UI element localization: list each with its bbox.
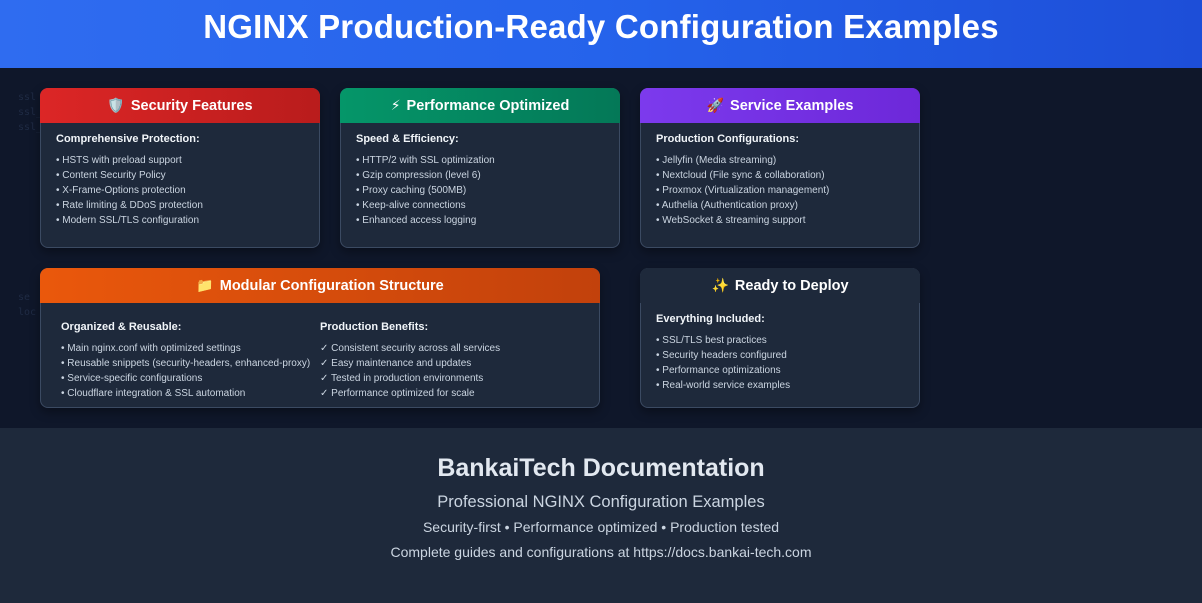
security-card-header: 🛡️ Security Features [40, 88, 320, 123]
footer-tagline: Professional NGINX Configuration Example… [437, 493, 765, 511]
footer-brand: BankaiTech Documentation [437, 454, 765, 482]
list-item: • Content Security Policy [56, 170, 166, 181]
modular-right-subtitle: Production Benefits: [320, 321, 429, 333]
list-item: • Main nginx.conf with optimized setting… [61, 343, 241, 354]
list-item: • SSL/TLS best practices [656, 335, 767, 346]
modular-left-list: • Main nginx.conf with optimized setting… [61, 341, 320, 401]
list-item: • Cloudflare integration & SSL automatio… [61, 388, 246, 399]
list-item: • Proxy caching (500MB) [356, 185, 467, 196]
list-item: • Reusable snippets (security-headers, e… [61, 358, 311, 369]
list-item: • Modern SSL/TLS configuration [56, 215, 200, 226]
folder-icon: 📁 [196, 277, 214, 293]
list-item: • Gzip compression (level 6) [356, 170, 481, 181]
header-banner: NGINX Production-Ready Configuration Exa… [0, 0, 1202, 68]
background-code-pattern: se loc [18, 292, 37, 318]
security-card-subtitle: Comprehensive Protection: [56, 133, 200, 145]
list-item: • Keep-alive connections [356, 200, 466, 211]
list-item: • HSTS with preload support [56, 155, 182, 166]
sparkles-icon: ✨ [711, 277, 729, 293]
list-item: • Performance optimizations [656, 365, 781, 376]
ready-card-subtitle: Everything Included: [656, 313, 765, 325]
list-item: • Enhanced access logging [356, 215, 477, 226]
background-code-pattern: ssl ssl_ ssl_ [18, 92, 43, 133]
service-examples-card: 🚀 Service Examples Production Configurat… [640, 88, 920, 248]
modular-right-list: ✓ Consistent security across all service… [320, 341, 579, 401]
list-item: • Real-world service examples [656, 380, 791, 391]
modular-card-header: 📁 Modular Configuration Structure [40, 268, 600, 303]
rocket-icon: 🚀 [706, 97, 725, 113]
footer: BankaiTech Documentation Professional NG… [0, 428, 1202, 603]
list-item: • Service-specific configurations [61, 373, 203, 384]
list-item: ✓ Easy maintenance and updates [320, 358, 472, 369]
main-panel: ssl ssl_ ssl_ se loc 🛡️ Security Feature… [0, 68, 1202, 428]
lightning-icon: ⚡ [390, 97, 401, 113]
ready-card-title: Ready to Deploy [734, 277, 849, 294]
list-item: ✓ Consistent security across all service… [320, 343, 501, 354]
performance-card: ⚡ Performance Optimized Speed & Efficien… [340, 88, 620, 248]
list-item: • Nextcloud (File sync & collaboration) [656, 170, 825, 181]
security-feature-list: • HSTS with preload support • Content Se… [56, 153, 305, 228]
ready-card-header: ✨ Ready to Deploy [640, 268, 920, 303]
list-item: • Rate limiting & DDoS protection [56, 200, 203, 211]
list-item: • HTTP/2 with SSL optimization [356, 155, 495, 166]
shield-icon: 🛡️ [107, 97, 125, 113]
performance-feature-list: • HTTP/2 with SSL optimization • Gzip co… [356, 153, 605, 228]
ready-list: • SSL/TLS best practices • Security head… [656, 333, 905, 393]
performance-card-title: Performance Optimized [406, 97, 570, 114]
service-card-title: Service Examples [730, 97, 854, 114]
list-item: ✓ Tested in production environments [320, 373, 484, 384]
service-card-subtitle: Production Configurations: [656, 133, 799, 145]
modular-structure-card: 📁 Modular Configuration Structure Organi… [40, 268, 600, 408]
list-item: • Authelia (Authentication proxy) [656, 200, 798, 211]
page-title: NGINX Production-Ready Configuration Exa… [203, 8, 999, 45]
ready-to-deploy-card: ✨ Ready to Deploy Everything Included: •… [640, 268, 920, 408]
modular-left-column: Organized & Reusable: • Main nginx.conf … [61, 321, 320, 401]
security-card-title: Security Features [130, 97, 253, 114]
modular-card-title: Modular Configuration Structure [219, 277, 444, 294]
footer-docs-link[interactable]: Complete guides and configurations at ht… [390, 544, 812, 560]
service-list: • Jellyfin (Media streaming) • Nextcloud… [656, 153, 905, 228]
list-item: • WebSocket & streaming support [656, 215, 806, 226]
performance-card-header: ⚡ Performance Optimized [340, 88, 620, 123]
service-card-header: 🚀 Service Examples [640, 88, 920, 123]
list-item: • Jellyfin (Media streaming) [656, 155, 777, 166]
list-item: ✓ Performance optimized for scale [320, 388, 475, 399]
modular-right-column: Production Benefits: ✓ Consistent securi… [320, 321, 579, 401]
security-features-card: 🛡️ Security Features Comprehensive Prote… [40, 88, 320, 248]
modular-left-subtitle: Organized & Reusable: [61, 321, 182, 333]
list-item: • X-Frame-Options protection [56, 185, 186, 196]
performance-card-subtitle: Speed & Efficiency: [356, 133, 459, 145]
list-item: • Security headers configured [656, 350, 787, 361]
footer-features: Security-first • Performance optimized •… [422, 519, 780, 535]
list-item: • Proxmox (Virtualization management) [656, 185, 830, 196]
